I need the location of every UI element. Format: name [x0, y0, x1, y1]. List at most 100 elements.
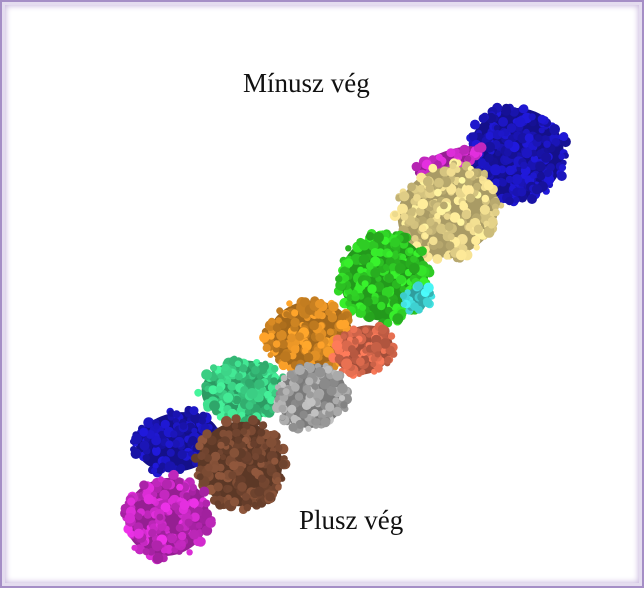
atom [460, 201, 466, 207]
atom [273, 340, 280, 347]
atom [559, 164, 566, 171]
atom [271, 458, 278, 465]
atom [350, 326, 358, 334]
atom [345, 245, 351, 251]
minus-end-label: Mínusz vég [243, 68, 370, 99]
atom [268, 352, 274, 358]
atom [171, 503, 179, 511]
atom [167, 449, 175, 457]
atom [426, 228, 433, 235]
atom [450, 162, 457, 169]
atom [270, 430, 279, 439]
atom [196, 522, 203, 529]
atom [348, 345, 356, 353]
atom [247, 388, 258, 399]
atom [162, 479, 172, 489]
atom [178, 450, 187, 459]
atom [159, 490, 169, 500]
atom [549, 124, 560, 135]
atom [267, 464, 276, 473]
atom [201, 369, 212, 380]
atom [157, 514, 164, 521]
atom [125, 513, 136, 524]
atom [279, 321, 286, 328]
atom [332, 340, 342, 350]
atom [153, 423, 159, 429]
atom [467, 223, 473, 229]
atom [305, 377, 313, 385]
plus-end-label: Plusz vég [299, 505, 403, 536]
atom [143, 454, 150, 461]
atom [251, 366, 260, 375]
atom [176, 524, 184, 532]
atom [276, 307, 283, 314]
atom [417, 247, 426, 256]
atom [185, 519, 193, 527]
atom [307, 398, 316, 407]
atom [479, 114, 488, 123]
atom [522, 148, 532, 158]
atom [238, 466, 244, 472]
atom [252, 502, 258, 508]
atom [205, 464, 213, 472]
atom [465, 155, 471, 161]
atom [180, 500, 190, 510]
atom [462, 210, 472, 220]
atom [180, 422, 188, 430]
atom [317, 341, 324, 348]
atom [482, 195, 490, 203]
atom [279, 405, 287, 413]
atom [231, 414, 240, 423]
atom [459, 177, 466, 184]
atom [535, 161, 545, 171]
atom [189, 498, 199, 508]
atom [259, 332, 269, 342]
atom [517, 188, 526, 197]
atom [165, 440, 173, 448]
atom [390, 237, 400, 247]
atom [423, 177, 433, 187]
atom [538, 115, 547, 124]
atom [321, 417, 331, 427]
atom [300, 411, 308, 419]
atom [235, 436, 243, 444]
atom [248, 415, 258, 425]
atom [444, 213, 451, 220]
atom [139, 480, 148, 489]
atom [287, 370, 295, 378]
atom [543, 141, 550, 148]
atom [230, 497, 239, 506]
atom [222, 364, 230, 372]
atom [159, 463, 165, 469]
atom [239, 364, 247, 372]
atom [357, 267, 364, 274]
atom [152, 540, 163, 551]
atom [399, 191, 409, 201]
atom [407, 183, 416, 192]
atom [134, 529, 144, 539]
atom [131, 433, 142, 444]
atom [197, 452, 205, 460]
atom [446, 148, 455, 157]
atom [529, 113, 536, 120]
atom [498, 130, 504, 136]
atom [498, 117, 508, 127]
atom [295, 393, 303, 401]
atom [481, 170, 488, 177]
atom [480, 205, 490, 215]
atom [515, 117, 526, 128]
atom [474, 244, 480, 250]
atom [411, 235, 418, 242]
atom [217, 442, 224, 449]
atom [242, 493, 250, 501]
atom [327, 328, 334, 335]
atom [211, 452, 221, 462]
atom [216, 386, 223, 393]
atom [304, 353, 313, 362]
atom [210, 364, 217, 371]
atom [541, 153, 551, 163]
atom [254, 487, 264, 497]
atom [315, 333, 324, 342]
atom [532, 184, 542, 194]
